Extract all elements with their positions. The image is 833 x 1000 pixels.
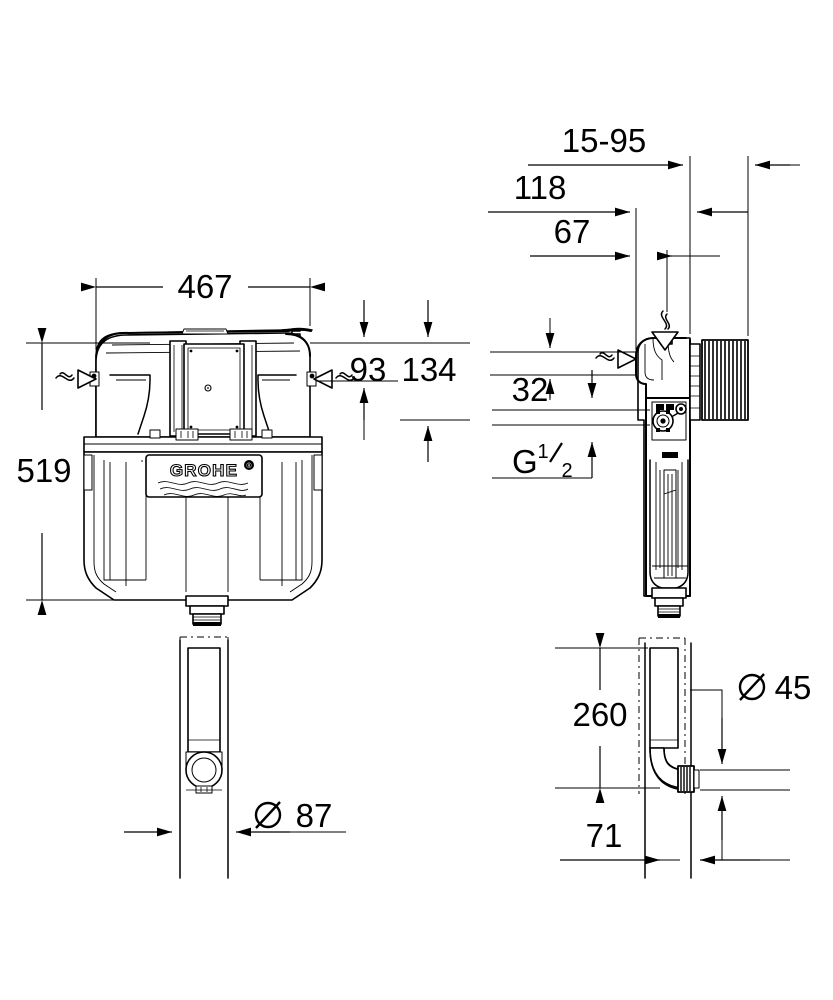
dimension-label-87: 87 xyxy=(296,797,333,834)
vent-marker-icon xyxy=(651,310,679,351)
diameter-symbol-87-icon xyxy=(254,801,282,829)
outlet-spigot-front xyxy=(185,595,229,626)
dimension-label-93: 93 xyxy=(350,351,387,388)
front-elevation-view: GROHE ® xyxy=(16,268,470,626)
dimension-diameter-45: 45 xyxy=(690,669,811,860)
grohe-wave-icon xyxy=(157,481,249,497)
dimension-label-118: 118 xyxy=(514,169,567,206)
dimension-label-67: 67 xyxy=(554,213,591,250)
cistern-body-front: GROHE ® xyxy=(83,327,323,626)
dimension-label-71: 71 xyxy=(586,817,623,854)
dimension-label-467: 467 xyxy=(177,268,232,305)
inlet-valve-assembly xyxy=(651,401,687,441)
side-elevation-view: 15-95 118 67 32 xyxy=(488,122,800,618)
diameter-symbol-45-icon xyxy=(738,673,766,701)
fraction-slash-icon xyxy=(549,442,563,463)
dimension-depth-118: 118 xyxy=(488,169,748,350)
dimension-range-15-95: 15-95 xyxy=(528,122,800,336)
outlet-socket-icon xyxy=(185,751,223,794)
elbow-socket-ribbed xyxy=(677,765,700,793)
dimension-label-260: 260 xyxy=(572,696,627,733)
registered-mark-icon: ® xyxy=(246,462,252,470)
outlet-spigot-side xyxy=(651,587,687,618)
dimension-height-260: 260 xyxy=(555,633,660,803)
water-level-marker-side-icon xyxy=(595,349,637,369)
dimension-label-32: 32 xyxy=(512,371,549,408)
thread-label-g: G xyxy=(512,443,538,480)
side-outlet-detail-view: 260 45 71 xyxy=(555,633,811,879)
dimension-diameter-87: 87 xyxy=(124,797,346,837)
side-connector-ribbed xyxy=(689,339,749,421)
dimension-label-519: 519 xyxy=(16,452,71,489)
dimension-depth-67: 67 xyxy=(530,213,720,312)
dimension-width-467: 467 xyxy=(81,268,325,350)
dimension-depth-71: 71 xyxy=(560,817,790,865)
thread-callout-g-half: G 1 2 xyxy=(492,370,650,482)
dimension-height-519: 519 xyxy=(16,328,150,615)
water-level-marker-left-icon xyxy=(55,369,97,389)
grohe-wordmark: GROHE xyxy=(170,461,238,480)
dimension-offset-32: 32 xyxy=(490,318,636,408)
front-outlet-detail-view: 87 xyxy=(124,636,346,879)
dimension-label-45: 45 xyxy=(775,669,812,706)
dimension-offsets-93-134: 93 134 xyxy=(310,300,470,462)
grohe-logo-plate: GROHE ® xyxy=(145,454,263,498)
dimension-label-15-95: 15-95 xyxy=(562,122,646,159)
dimension-label-134: 134 xyxy=(401,351,456,388)
water-level-marker-right-icon xyxy=(313,369,355,389)
thread-label-denominator: 2 xyxy=(561,460,572,482)
thread-label-numerator: 1 xyxy=(537,441,548,463)
